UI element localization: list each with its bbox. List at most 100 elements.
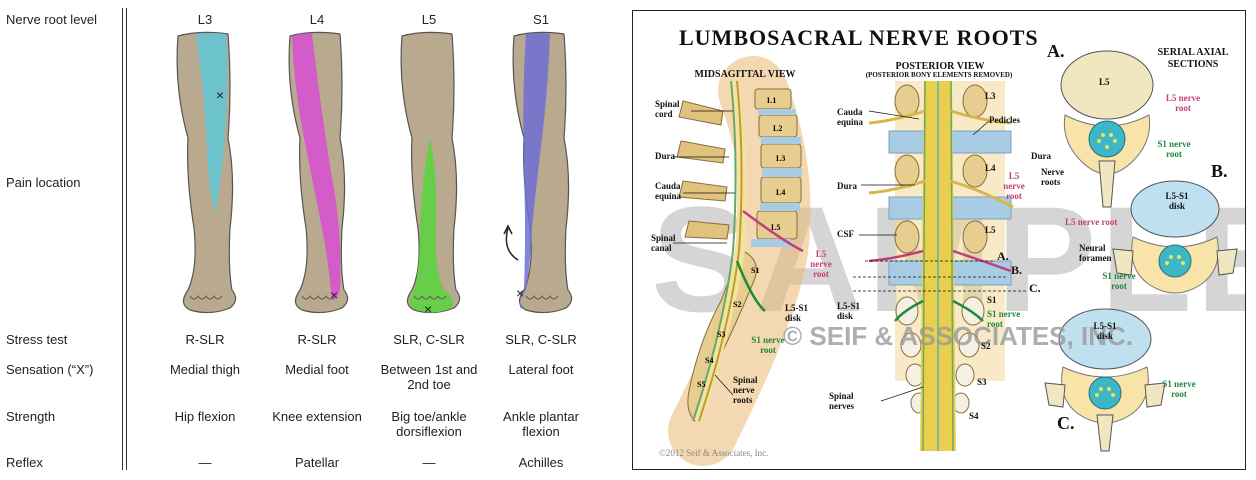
label-axial-s1-nerve-root-b: S1 nerve root — [1102, 271, 1136, 291]
strength-l4: Knee extension — [272, 409, 362, 424]
reflex-l3: — — [198, 455, 212, 470]
dermatome-l3 — [196, 33, 228, 213]
vertebra-label-s1: S1 — [751, 266, 759, 275]
label-csf: CSF — [837, 229, 855, 239]
label-cauda-equina-post: Cauda equina — [837, 107, 864, 127]
vertebra-label-l4: L4 — [776, 188, 785, 197]
posterior-subtitle: (POSTERIOR BONY ELEMENTS REMOVED) — [865, 71, 1013, 79]
stress-test-l5: SLR, C-SLR — [393, 332, 465, 347]
vertebra-label-l3: L3 — [776, 154, 785, 163]
column-header-l4: L4 — [309, 12, 325, 27]
sensation-l4: Medial foot — [285, 362, 349, 377]
dermatome-table: Nerve root level Pain location Stress te… — [0, 0, 612, 480]
stress-test-l3: R-SLR — [185, 332, 225, 347]
label-axial-s1-nerve-root-c: S1 nerve root — [1162, 379, 1196, 399]
column-header-l5: L5 — [421, 12, 437, 27]
row-label-level: Nerve root level — [6, 12, 98, 27]
label-s1-nerve-root-mid: S1 nerve root — [751, 335, 785, 355]
label-l5s1-disk-mid: L5-S1 disk — [785, 303, 809, 323]
label-axial-neural-foramen: Neural foramen — [1079, 243, 1112, 263]
row-label-stress: Stress test — [6, 332, 68, 347]
leg-illustrations: × × × × — [176, 31, 573, 317]
vertebra-label-s3: S3 — [717, 330, 725, 339]
leg-l5: × — [400, 31, 461, 317]
label-axial-a: A. — [1047, 41, 1065, 61]
label-dura-post: Dura — [837, 181, 857, 191]
row-label-pain: Pain location — [6, 175, 81, 190]
vertebra-label-s4: S4 — [705, 356, 713, 365]
column-header-s1: S1 — [533, 12, 549, 27]
sensation-mark-s1: × — [516, 285, 524, 301]
label-l5s1-disk-post: L5-S1 disk — [837, 301, 861, 321]
sensation-l3: Medial thigh — [169, 362, 241, 377]
axial-section-c — [1044, 308, 1166, 452]
posterior-title: POSTERIOR VIEW — [895, 61, 985, 72]
axial-section-a — [1060, 50, 1154, 208]
label-axial-s1-nerve-root-a: S1 nerve root — [1157, 139, 1191, 159]
sensation-mark-l3: × — [216, 87, 224, 103]
diagram-title: LUMBOSACRAL NERVE ROOTS — [679, 25, 1039, 50]
label-axial-l5-nerve-root-b: L5 nerve root — [1065, 217, 1118, 227]
label-l5-post: L5 — [985, 225, 996, 235]
label-cauda-equina: Cauda equina — [655, 181, 682, 201]
stress-test-l4: R-SLR — [297, 332, 337, 347]
vertebra-label-l2: L2 — [773, 124, 782, 133]
strength-l5: Big toe/ankle dorsiflexion — [391, 409, 467, 439]
sensation-l5: Between 1st and 2nd toe — [380, 362, 478, 392]
leg-s1: × — [503, 31, 573, 314]
axial-section-b — [1112, 180, 1238, 294]
leg-l3: × — [176, 31, 237, 314]
label-s1-post: S1 — [987, 295, 997, 305]
midsagittal-spine — [668, 56, 811, 466]
label-l3-post: L3 — [985, 91, 996, 101]
label-section-c: C. — [1029, 281, 1041, 295]
label-s4-post: S4 — [969, 411, 979, 421]
label-l5-nerve-root-post: L5 nerve root — [1003, 171, 1025, 201]
label-axial-l5s1-disk-c: L5-S1 disk — [1093, 321, 1117, 341]
copyright-notice: ©2012 Seif & Associates, Inc. — [659, 448, 769, 458]
label-s1-nerve-root-post: S1 nerve root — [987, 309, 1021, 329]
dermatome-l4 — [292, 33, 341, 300]
divider-line — [126, 8, 127, 470]
label-dura: Dura — [655, 151, 675, 161]
vertebra-label-s2: S2 — [733, 300, 741, 309]
divider-line — [122, 8, 123, 470]
posterior-spine — [853, 80, 1027, 452]
label-spinal-nerves: Spinal nerves — [829, 391, 854, 411]
dermatome-l5 — [409, 138, 453, 313]
label-pedicles: Pedicles — [989, 115, 1020, 125]
lumbosacral-diagram: SAMPLE — [632, 10, 1246, 470]
sensation-mark-l5: × — [424, 301, 432, 317]
column-header-l3: L3 — [197, 12, 213, 27]
sensation-s1: Lateral foot — [508, 362, 574, 377]
anatomy-illustration: SAMPLE — [651, 50, 1245, 466]
label-axial-b: B. — [1211, 161, 1228, 181]
label-section-b: B. — [1011, 263, 1023, 277]
label-axial-l5-nerve-root-a: L5 nerve root — [1165, 93, 1201, 113]
label-section-a: A. — [997, 249, 1009, 263]
watermark-company: © SEIF & ASSOCIATES, INC. — [783, 321, 1133, 351]
dermatome-s1 — [519, 33, 550, 310]
serial-title: SERIAL AXIAL SECTIONS — [1157, 47, 1229, 70]
label-spinal-canal: Spinal canal — [651, 233, 676, 253]
label-s3-post: S3 — [977, 377, 987, 387]
label-spinal-cord: Spinal cord — [655, 99, 680, 119]
leg-l4: × — [288, 31, 349, 314]
reflex-l4: Patellar — [294, 455, 340, 470]
vertebra-label-l1: L1 — [767, 96, 776, 105]
midsagittal-title: MIDSAGITTAL VIEW — [694, 69, 796, 80]
label-l5-nerve-root-mid: L5 nerve root — [810, 249, 832, 279]
strength-s1: Ankle plantar flexion — [503, 409, 579, 439]
label-s2-post: S2 — [981, 341, 991, 351]
row-label-reflex: Reflex — [6, 455, 43, 470]
label-axial-nerve-roots: Nerve roots — [1041, 167, 1064, 187]
reflex-s1: Achilles — [518, 455, 564, 470]
label-axial-l5: L5 — [1099, 77, 1110, 87]
vertebra-label-l5: L5 — [771, 223, 780, 232]
label-axial-c: C. — [1057, 413, 1075, 433]
reflex-l5: — — [422, 455, 436, 470]
stress-test-s1: SLR, C-SLR — [505, 332, 577, 347]
curved-arrow-icon — [505, 227, 519, 261]
strength-l3: Hip flexion — [174, 409, 236, 424]
label-axial-l5s1-disk-b: L5-S1 disk — [1165, 191, 1189, 211]
